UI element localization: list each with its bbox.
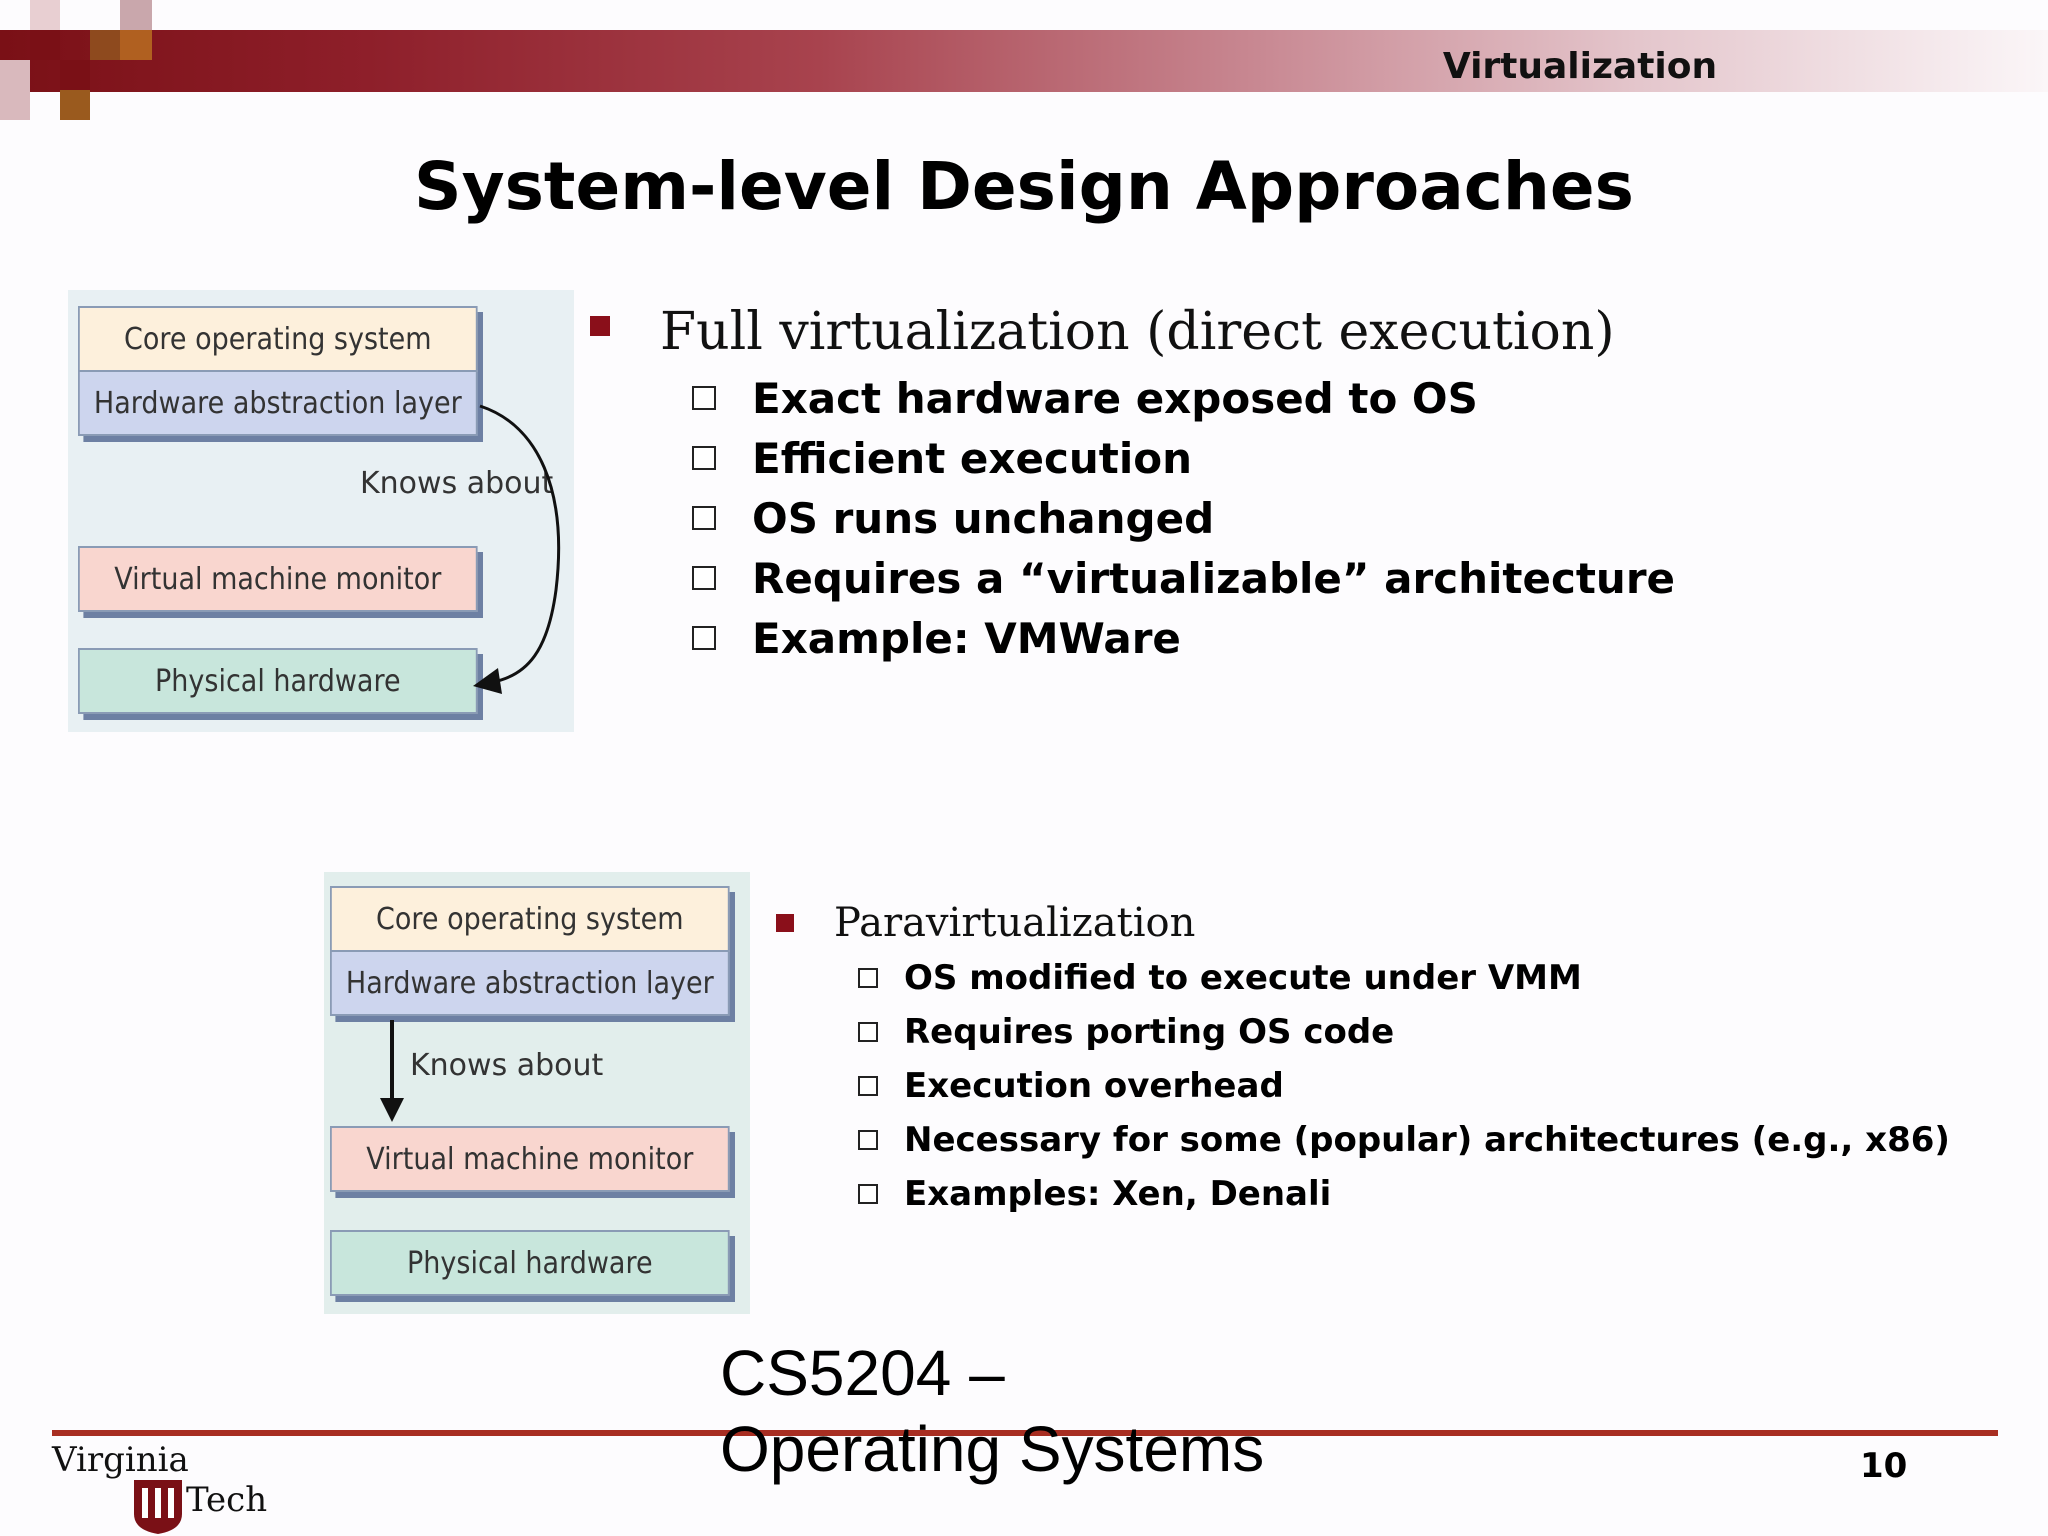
hollow-square-bullet-icon [692,566,716,590]
hollow-square-bullet-icon [692,626,716,650]
knows-about-label: Knows about [360,466,554,501]
paravirtualization-diagram: Core operating system Hardware abstracti… [324,872,750,1314]
para-virt-item: Requires porting OS code [904,1012,1395,1052]
para-virt-item: Examples: Xen, Denali [904,1174,1332,1214]
logo-word-tech: Tech [186,1480,268,1520]
footer-divider [52,1430,1998,1436]
hollow-square-bullet-icon [858,968,878,988]
full-virtualization-diagram: Core operating system Hardware abstracti… [68,290,574,732]
knows-about-label: Knows about [410,1048,604,1083]
para-virt-item: Execution overhead [904,1066,1284,1106]
course-line-1: CS5204 – [720,1337,1005,1409]
hal-label: Hardware abstraction layer [93,385,462,421]
vmm-label: Virtual machine monitor [114,561,442,597]
virginia-tech-logo: Virginia Tech [52,1440,272,1536]
course-line-2: Operating Systems [720,1412,1265,1485]
full-virt-item: Requires a “virtualizable” architecture [752,554,1676,603]
core-os-label: Core operating system [376,901,684,937]
hollow-square-bullet-icon [858,1022,878,1042]
square-bullet-icon [590,316,610,336]
core-os-box: Core operating system [78,306,478,372]
full-virt-item: OS runs unchanged [752,494,1215,543]
physical-hardware-box: Physical hardware [78,648,478,714]
header-logo-squares [0,0,160,125]
hal-box: Hardware abstraction layer [78,370,478,436]
hollow-square-bullet-icon [858,1130,878,1150]
course-name: CS5204 – Operating Systems [720,1336,1264,1487]
hollow-square-bullet-icon [692,386,716,410]
full-virt-item: Example: VMWare [752,614,1181,663]
vmm-box: Virtual machine monitor [78,546,478,612]
full-virtualization-heading: Full virtualization (direct execution) [660,302,1615,362]
physical-hardware-label: Physical hardware [407,1245,653,1281]
core-os-label: Core operating system [124,321,432,357]
shield-icon [134,1480,182,1534]
para-virt-item: OS modified to execute under VMM [904,958,1582,998]
hollow-square-bullet-icon [692,446,716,470]
hollow-square-bullet-icon [858,1184,878,1204]
square-bullet-icon [776,914,794,932]
hollow-square-bullet-icon [692,506,716,530]
full-virt-item: Exact hardware exposed to OS [752,374,1478,423]
slide-title: System-level Design Approaches [414,148,1634,225]
arrow-icon [380,1020,404,1122]
paravirtualization-heading: Paravirtualization [834,900,1196,946]
hollow-square-bullet-icon [858,1076,878,1096]
physical-hardware-label: Physical hardware [155,663,401,699]
hal-label: Hardware abstraction layer [345,965,714,1001]
vmm-box: Virtual machine monitor [330,1126,730,1192]
full-virt-item: Efficient execution [752,434,1192,483]
header-band [0,30,2048,92]
page-number: 10 [1860,1446,1908,1486]
logo-word-virginia: Virginia [52,1440,189,1480]
hal-box: Hardware abstraction layer [330,950,730,1016]
header-title: Virtualization [1442,46,1718,87]
core-os-box: Core operating system [330,886,730,952]
vmm-label: Virtual machine monitor [366,1141,694,1177]
arrow-icon [473,404,561,694]
para-virt-item: Necessary for some (popular) architectur… [904,1120,1950,1160]
physical-hardware-box: Physical hardware [330,1230,730,1296]
